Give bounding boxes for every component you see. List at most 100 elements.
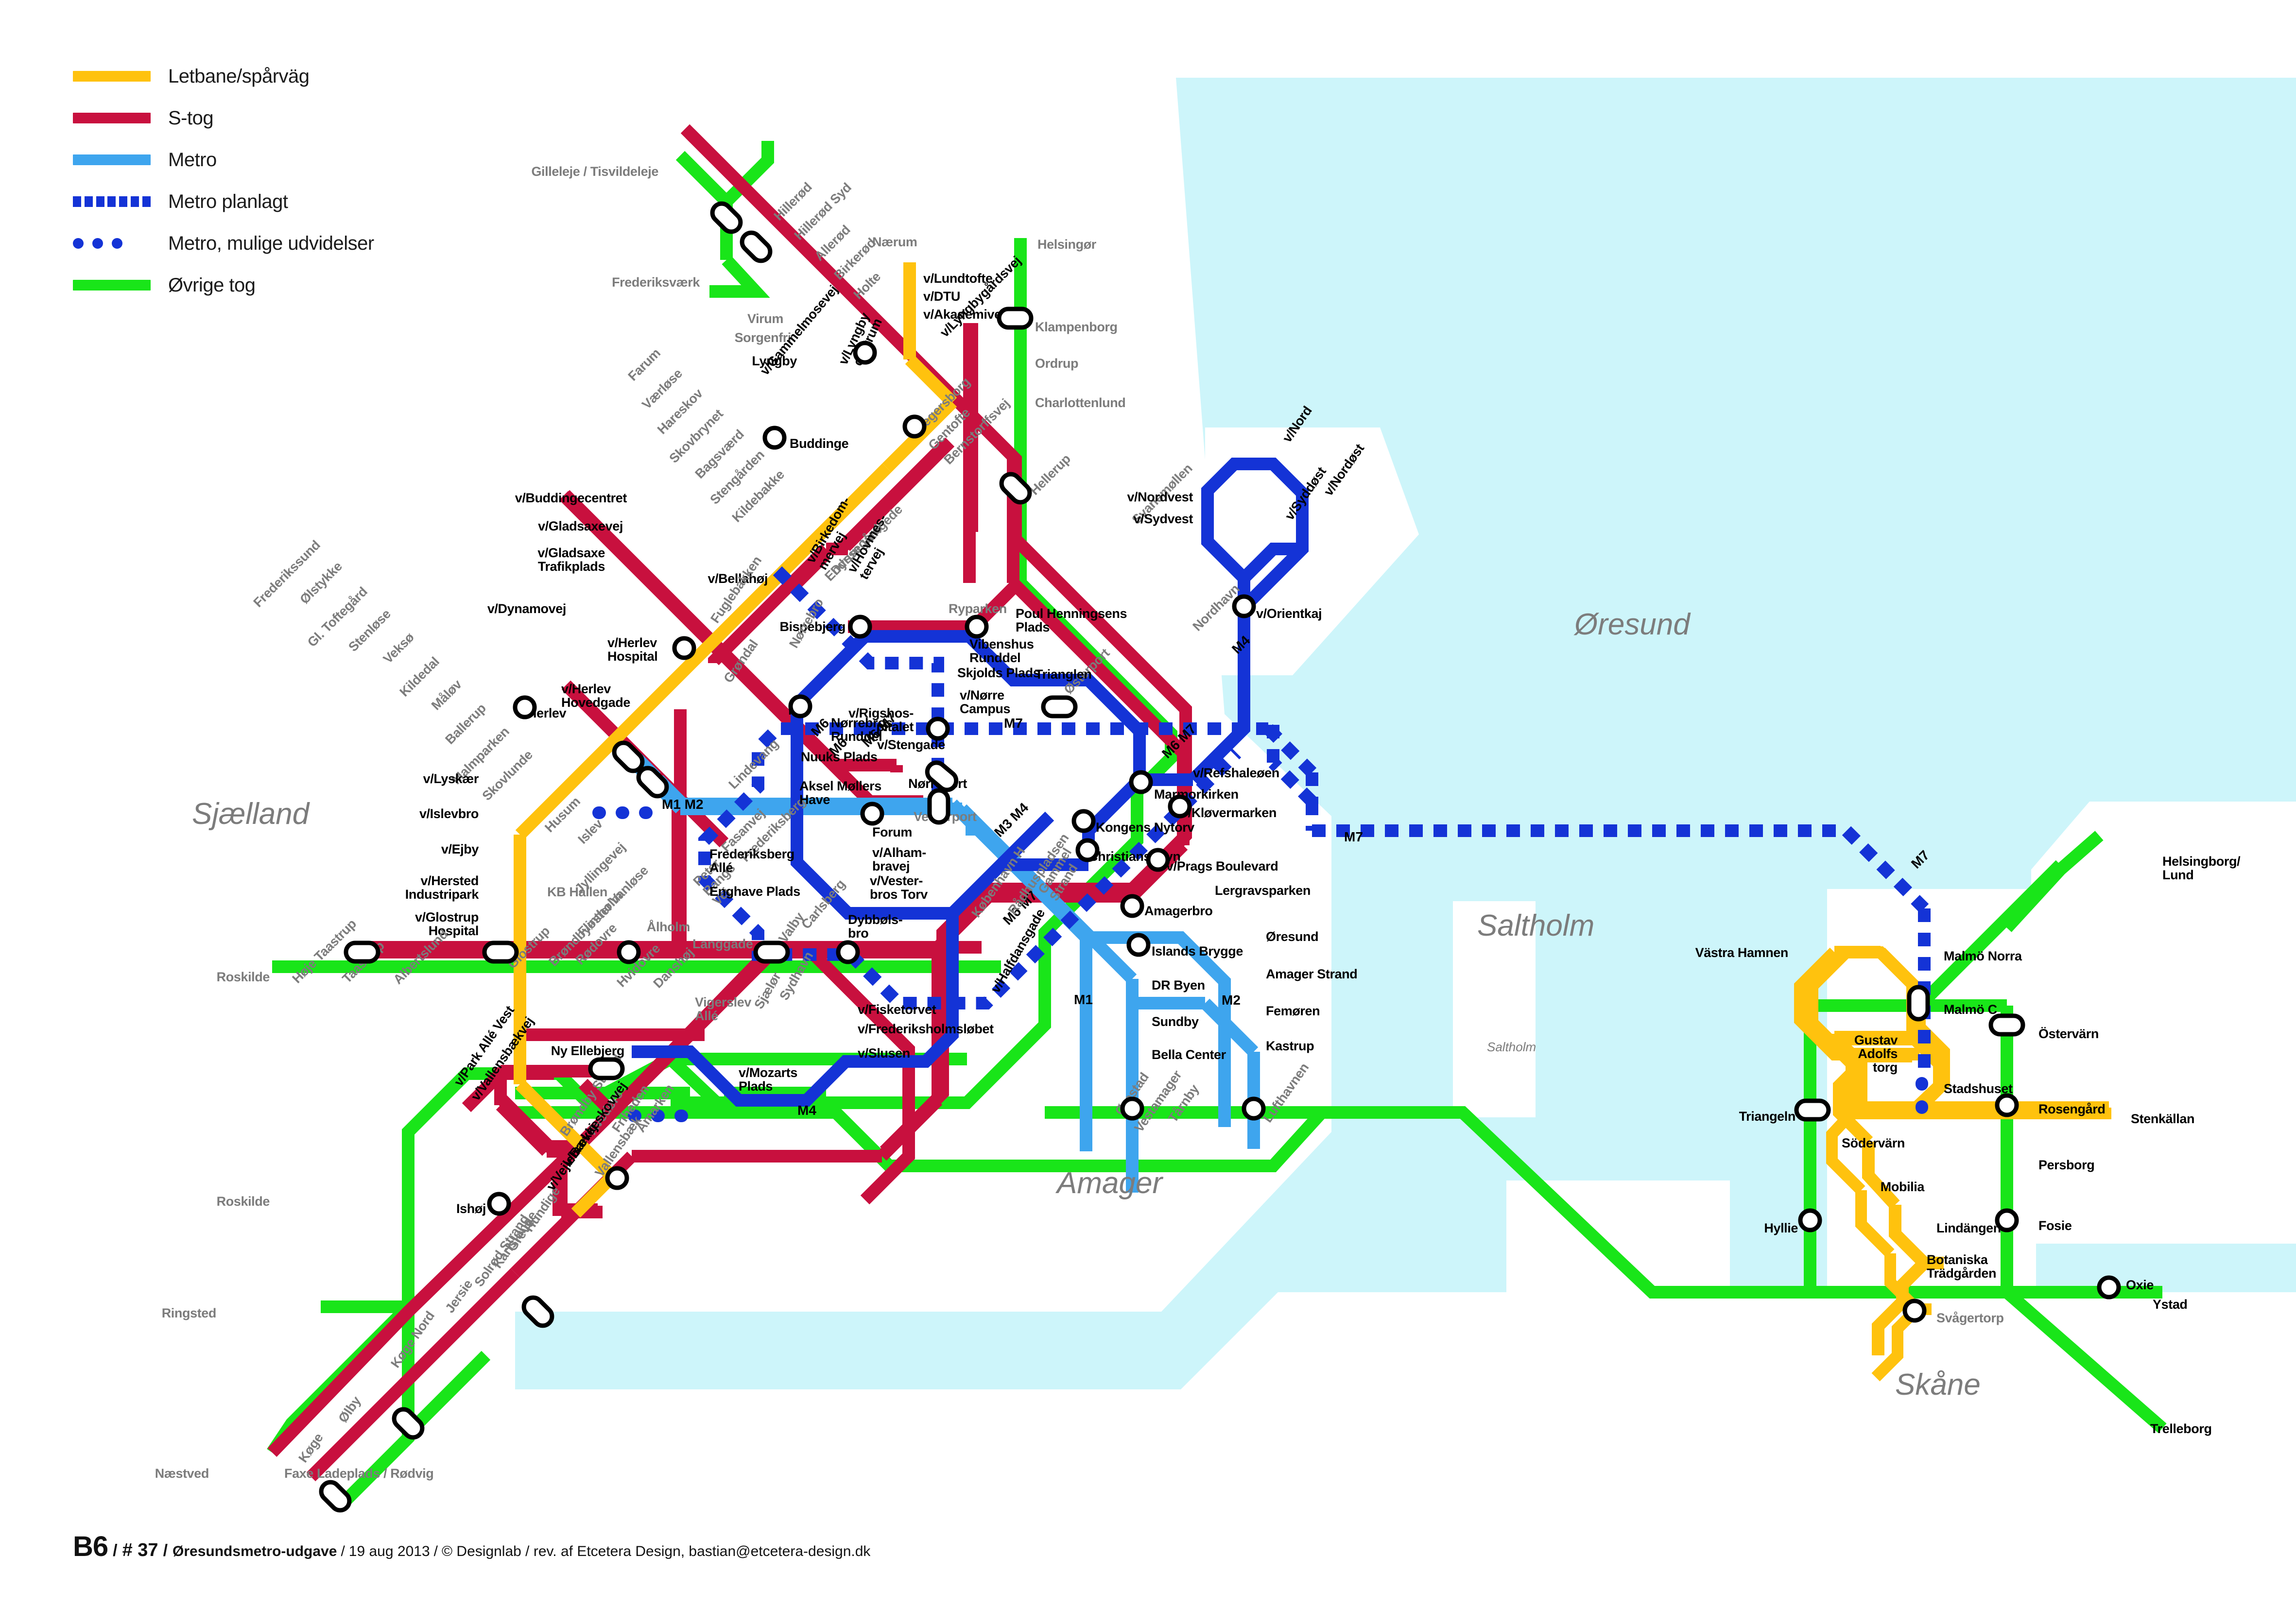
line-swatch-green xyxy=(73,280,151,291)
station-label: Lindängen xyxy=(1936,1221,2001,1235)
line-id-m2: M2 xyxy=(1222,992,1241,1008)
station-label: v/Lyskær xyxy=(423,771,479,786)
region-label-oresund: Øresund xyxy=(1574,608,1690,641)
legend-item-metro-mulige: Metro, mulige udvidelser xyxy=(73,229,384,257)
station-label: Forum xyxy=(872,825,912,839)
footer-edition: Øresundsmetro-udgave xyxy=(173,1543,337,1559)
station-label: Ordrup xyxy=(1035,356,1079,371)
station-label: Trelleborg xyxy=(2150,1421,2212,1436)
station-label: Islands Brygge xyxy=(1152,944,1243,958)
footer-sep-3: / xyxy=(341,1543,345,1559)
station-label: v/Prags Boulevard xyxy=(1166,859,1278,873)
station-label: Sorgenfri xyxy=(734,330,792,345)
station-label: Sundby xyxy=(1152,1014,1199,1029)
footer: B6 / # 37 / Øresundsmetro-udgave / 19 au… xyxy=(73,1530,870,1563)
station-label: Triangeln xyxy=(1739,1109,1796,1124)
station-label: Dybbøls-bro xyxy=(848,912,903,940)
station-label: v/Rigshos-pitalet xyxy=(848,706,914,734)
station-label: Kastrup xyxy=(1266,1039,1314,1053)
station-label: Gilleleje / Tisvildeleje xyxy=(531,164,658,179)
station-label: v/Kløvermarken xyxy=(1181,805,1277,820)
station-label: Roskilde xyxy=(216,1194,270,1209)
region-label-skaane: Skåne xyxy=(1895,1368,1981,1402)
station-label: Nuuks Plads xyxy=(801,750,878,764)
legend-label-metro: Metro xyxy=(168,149,217,171)
station-label: Södervärn xyxy=(1842,1136,1905,1150)
region-label-saltholm-island: Saltholm xyxy=(1487,1040,1536,1054)
station-label: v/Vester-bros Torv xyxy=(870,873,928,902)
line-swatch-yellow xyxy=(73,71,151,82)
station-label: v/DTU xyxy=(923,289,961,304)
station-label: Roskilde xyxy=(216,970,270,984)
line-malmo-sparvag xyxy=(1807,946,2111,1382)
station-label: Rosengård xyxy=(2038,1102,2106,1116)
legend-item-metro: Metro xyxy=(73,146,384,174)
station-label: KB Hallen xyxy=(547,885,607,899)
station-label: Langgade xyxy=(692,937,753,951)
station-label: Bella Center xyxy=(1152,1047,1226,1062)
station-label: Persborg xyxy=(2038,1158,2095,1172)
station-label: Stadshuset xyxy=(1944,1081,2013,1096)
station-label: v/Alham-bravej xyxy=(872,845,926,873)
line-metro-cityring xyxy=(632,458,1309,1107)
footer-sep-1: / xyxy=(113,1541,118,1560)
station-label: v/Lundtofte xyxy=(923,271,993,286)
station-label: Nørreport xyxy=(908,776,967,791)
line-metro-planlagt xyxy=(698,566,1931,1076)
station-label: v/Dynamovej xyxy=(487,601,567,616)
station-label: v/Buddingecentret xyxy=(515,491,627,505)
station-label: Amagerbro xyxy=(1144,904,1213,918)
station-label: Vesterport xyxy=(914,809,977,824)
legend-item-ovrige-tog: Øvrige tog xyxy=(73,271,384,299)
legend-item-letbane: Letbane/spårväg xyxy=(73,62,384,90)
line-swatch-red xyxy=(73,113,151,123)
station-label: Lyngby xyxy=(752,354,797,368)
station-label: v/Gladsaxevej xyxy=(538,519,623,533)
station-label: Stenkällan xyxy=(2131,1111,2195,1126)
station-label: v/Refshaleøen xyxy=(1193,766,1279,780)
legend-label-letbane: Letbane/spårväg xyxy=(168,65,310,87)
station-label: v/Stengade xyxy=(877,737,946,752)
station-label: v/Nordvest xyxy=(1127,490,1193,504)
station-label: v/Ejby xyxy=(441,842,479,856)
region-label-sjaelland: Sjælland xyxy=(192,797,310,831)
station-label: Kongens Nytorv xyxy=(1096,820,1194,835)
station-label: DR Byen xyxy=(1152,978,1205,992)
station-label: v/Sydvest xyxy=(1133,512,1193,526)
station-label: Marmorkirken xyxy=(1154,787,1239,802)
footer-number: # 37 xyxy=(122,1540,158,1560)
legend-label-metro-planlagt: Metro planlagt xyxy=(168,190,288,212)
region-label-saltholm: Saltholm xyxy=(1477,909,1595,942)
legend-item-stog: S-tog xyxy=(73,104,384,132)
line-metro-mulige xyxy=(592,806,1928,1133)
station-label: Trianglen xyxy=(1035,667,1092,682)
station-label: Skjolds Plads xyxy=(957,666,1040,680)
station-label: Västra Hamnen xyxy=(1695,945,1789,960)
line-id-m4: M4 xyxy=(797,1103,816,1118)
station-label: Klampenborg xyxy=(1035,320,1118,334)
legend: Letbane/spårväg S-tog Metro Metro planla… xyxy=(73,62,384,313)
station-label: v/Slusen xyxy=(858,1046,910,1060)
footer-sep-2: / xyxy=(163,1541,168,1560)
station-label: v/Orientkaj xyxy=(1256,606,1322,621)
station-label: Svågertorp xyxy=(1936,1311,2004,1325)
line-id-m7: M7 xyxy=(1344,829,1363,844)
footer-date: 19 aug 2013 xyxy=(348,1543,430,1559)
station-label: v/Frederiksholmsløbet xyxy=(858,1022,994,1036)
legend-label-ovrige-tog: Øvrige tog xyxy=(168,274,256,296)
station-label: Ishøj xyxy=(456,1201,486,1216)
footer-copyright: © Designlab / rev. af Etcetera Design, b… xyxy=(441,1543,871,1559)
